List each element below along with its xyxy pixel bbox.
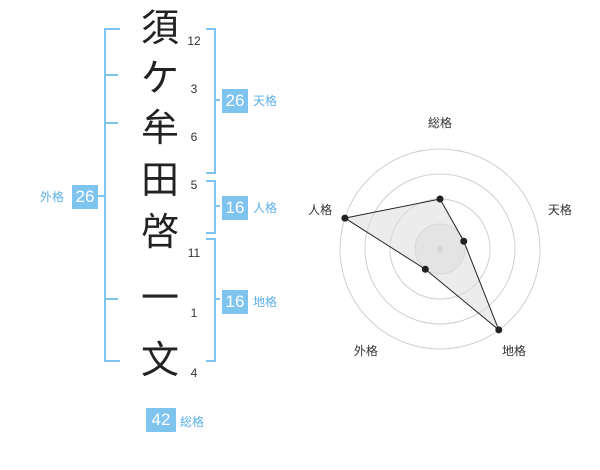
tenkaku-bracket [206,28,216,174]
chikaku-value: 16 [222,290,248,314]
chikaku-label: 地格 [253,295,278,309]
stroke-count: 12 [187,34,201,48]
tenkaku-value: 26 [222,89,248,113]
name-char: 文 [140,338,179,382]
stroke-count: 1 [190,306,198,320]
name-char: 牟 [140,106,179,150]
radar-ring [339,148,541,350]
gaikaku-value: 26 [72,185,98,209]
jinkaku-label: 人格 [253,201,278,215]
stroke-count: 11 [187,246,201,260]
soukaku-value: 42 [146,408,176,432]
tenkaku-bracket-tick [214,99,220,101]
radar-point [495,326,503,334]
radar-ring [389,198,491,300]
stroke-count: 3 [190,82,198,96]
chikaku-bracket [206,238,216,362]
jinkaku-bracket [206,180,216,234]
radar-polygon [343,198,500,331]
name-char: 啓 [140,210,179,254]
gaikaku-tick-1 [106,74,118,76]
gaikaku-label: 外格 [40,190,65,204]
gaikaku-bracket-tick [98,195,106,197]
gaikaku-tick-3 [106,298,118,300]
radar-axis-label: 地格 [502,343,526,358]
radar-axis-label: 総格 [428,115,452,130]
name-char: ケ [140,56,179,100]
radar-ring [414,223,466,275]
radar-axis-label: 天格 [548,202,572,217]
radar-point [341,214,349,222]
tenkaku-label: 天格 [253,94,278,108]
radar-ring [364,173,516,325]
radar-axis-label: 外格 [354,343,378,358]
radar-center [437,246,443,252]
gaikaku-bracket [104,28,120,362]
name-char: 一 [140,276,179,320]
stroke-count: 6 [190,130,198,144]
name-char: 須 [140,6,179,50]
radar-point [436,195,444,203]
soukaku-label: 総格 [180,415,205,429]
radar-point [460,237,468,245]
gaikaku-tick-2 [106,122,118,124]
radar-point [421,265,429,273]
stroke-count: 4 [190,366,198,380]
jinkaku-bracket-tick [214,205,220,207]
stroke-count: 5 [190,178,198,192]
name-char: 田 [140,158,179,202]
chikaku-bracket-tick [214,298,220,300]
jinkaku-value: 16 [222,196,248,220]
radar-axis-label: 人格 [308,202,332,217]
